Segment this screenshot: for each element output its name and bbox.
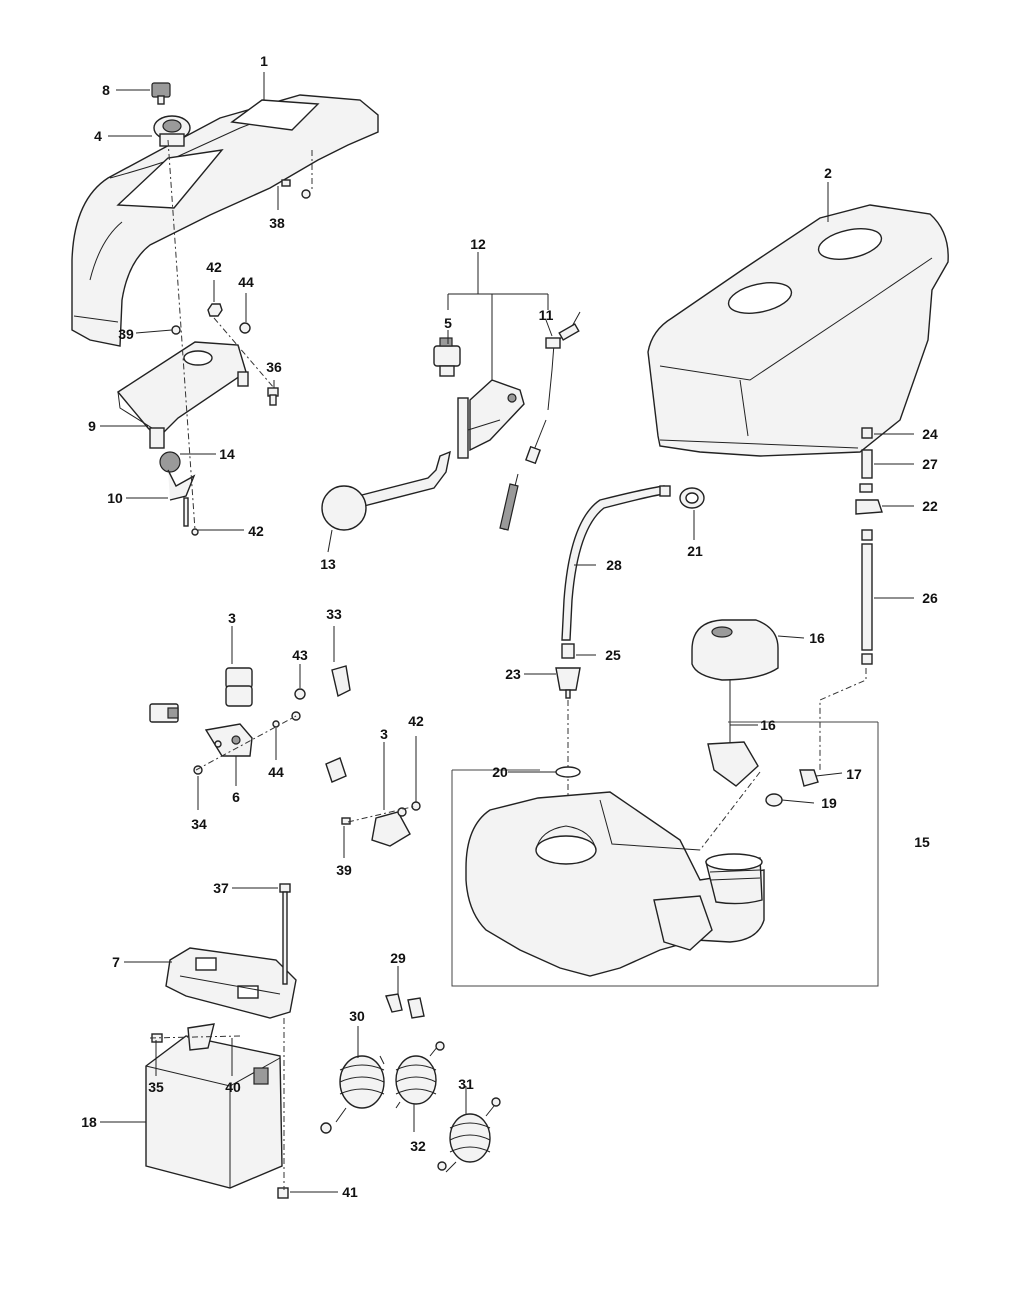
- battery-nut: [277, 1187, 289, 1199]
- pto-axis-line: [347, 805, 417, 823]
- callout-16-tether: 16: [760, 717, 776, 733]
- callout-39-lower: 39: [336, 862, 352, 878]
- ignition-axis-line: [167, 139, 196, 531]
- safety-switch: [433, 337, 461, 377]
- callout-16-cap: 16: [809, 630, 825, 646]
- callout-26: 26: [922, 590, 938, 606]
- callout-21: 21: [687, 543, 703, 559]
- callout-41: 41: [342, 1184, 358, 1200]
- callout-36: 36: [266, 359, 282, 375]
- battery: [145, 1023, 283, 1189]
- leader-lines: [100, 72, 914, 1193]
- callout-15: 15: [914, 834, 930, 850]
- battery-cable-coil-30: [320, 1055, 385, 1134]
- callout-43: 43: [292, 647, 308, 663]
- throttle-assembly: [321, 379, 525, 531]
- callout-39-upper: 39: [118, 326, 134, 342]
- callout-42-mid: 42: [248, 523, 264, 539]
- callout-5: 5: [444, 315, 452, 331]
- callout-3-upper: 3: [228, 610, 236, 626]
- callout-31: 31: [458, 1076, 474, 1092]
- callout-42-right: 42: [408, 713, 424, 729]
- callout-34: 34: [191, 816, 207, 832]
- throttle-cable: [499, 311, 581, 531]
- tank-vent-line: [699, 771, 761, 851]
- battery-hold-down-rod: [279, 883, 291, 985]
- callout-29: 29: [390, 950, 406, 966]
- vent-axis-line: [819, 668, 867, 770]
- callout-38: 38: [269, 215, 285, 231]
- callout-27: 27: [922, 456, 938, 472]
- callout-22: 22: [922, 498, 938, 514]
- callout-44-top: 44: [238, 274, 254, 290]
- fuel-hose-assembly: [555, 485, 671, 699]
- lower-nut: [191, 528, 199, 536]
- callout-7: 7: [112, 954, 120, 970]
- callout-20: 20: [492, 764, 508, 780]
- callout-9: 9: [88, 418, 96, 434]
- filter-grommet: [555, 766, 581, 778]
- ignition-switch: [153, 115, 191, 147]
- seat-switch-axis: [195, 715, 297, 771]
- callout-44-lower: 44: [268, 764, 284, 780]
- elbow-fitting: [799, 769, 819, 787]
- fuel-tank: [465, 791, 765, 977]
- bracket-screw: [171, 325, 181, 335]
- callout-10: 10: [107, 490, 123, 506]
- switch-bracket: [116, 341, 249, 449]
- callout-11: 11: [539, 307, 554, 323]
- washer: [239, 322, 251, 334]
- callout-2: 2: [824, 165, 832, 181]
- callout-25: 25: [605, 647, 621, 663]
- callout-37: 37: [213, 880, 229, 896]
- callout-1: 1: [260, 53, 268, 69]
- callout-6: 6: [232, 789, 240, 805]
- callout-32: 32: [410, 1138, 426, 1154]
- callout-8: 8: [102, 82, 110, 98]
- fuel-cap: [691, 619, 779, 787]
- callout-18: 18: [81, 1114, 97, 1130]
- callout-14: 14: [219, 446, 235, 462]
- tank-grommet: [679, 487, 705, 509]
- callout-3-lower: 3: [380, 726, 388, 742]
- ignition-key: [151, 82, 171, 105]
- hex-nut: [207, 303, 223, 317]
- left-fender-cover: [71, 94, 379, 347]
- terminal-clamps: [385, 993, 425, 1019]
- bracket-bolt: [267, 387, 279, 406]
- callout-30: 30: [349, 1008, 365, 1024]
- fuel-tank-kit-box: [451, 721, 879, 987]
- pto-switch-assembly: [325, 757, 421, 847]
- battery-cable-coil-31: [437, 1097, 501, 1173]
- callout-24: 24: [922, 426, 938, 442]
- choke-knob: [159, 451, 196, 527]
- tank-bushing: [765, 793, 783, 807]
- fender-screw: [281, 179, 311, 199]
- vent-hose-assembly: [855, 427, 883, 665]
- callout-40: 40: [225, 1079, 241, 1095]
- seat-switch-assembly: [149, 665, 351, 775]
- callout-23: 23: [505, 666, 521, 682]
- nut-axis-line: [213, 317, 275, 389]
- right-fender-cover: [647, 204, 949, 457]
- callout-12: 12: [470, 236, 486, 252]
- callout-19: 19: [821, 795, 837, 811]
- callout-4: 4: [94, 128, 102, 144]
- battery-tray: [165, 947, 297, 1019]
- callout-13: 13: [320, 556, 336, 572]
- battery-bolt-line: [149, 1035, 241, 1039]
- callout-42-top: 42: [206, 259, 222, 275]
- callout-28: 28: [606, 557, 622, 573]
- callout-35: 35: [148, 1079, 164, 1095]
- callout-33: 33: [326, 606, 342, 622]
- battery-cable-coil-32: [395, 1041, 445, 1109]
- callout-17: 17: [846, 766, 862, 782]
